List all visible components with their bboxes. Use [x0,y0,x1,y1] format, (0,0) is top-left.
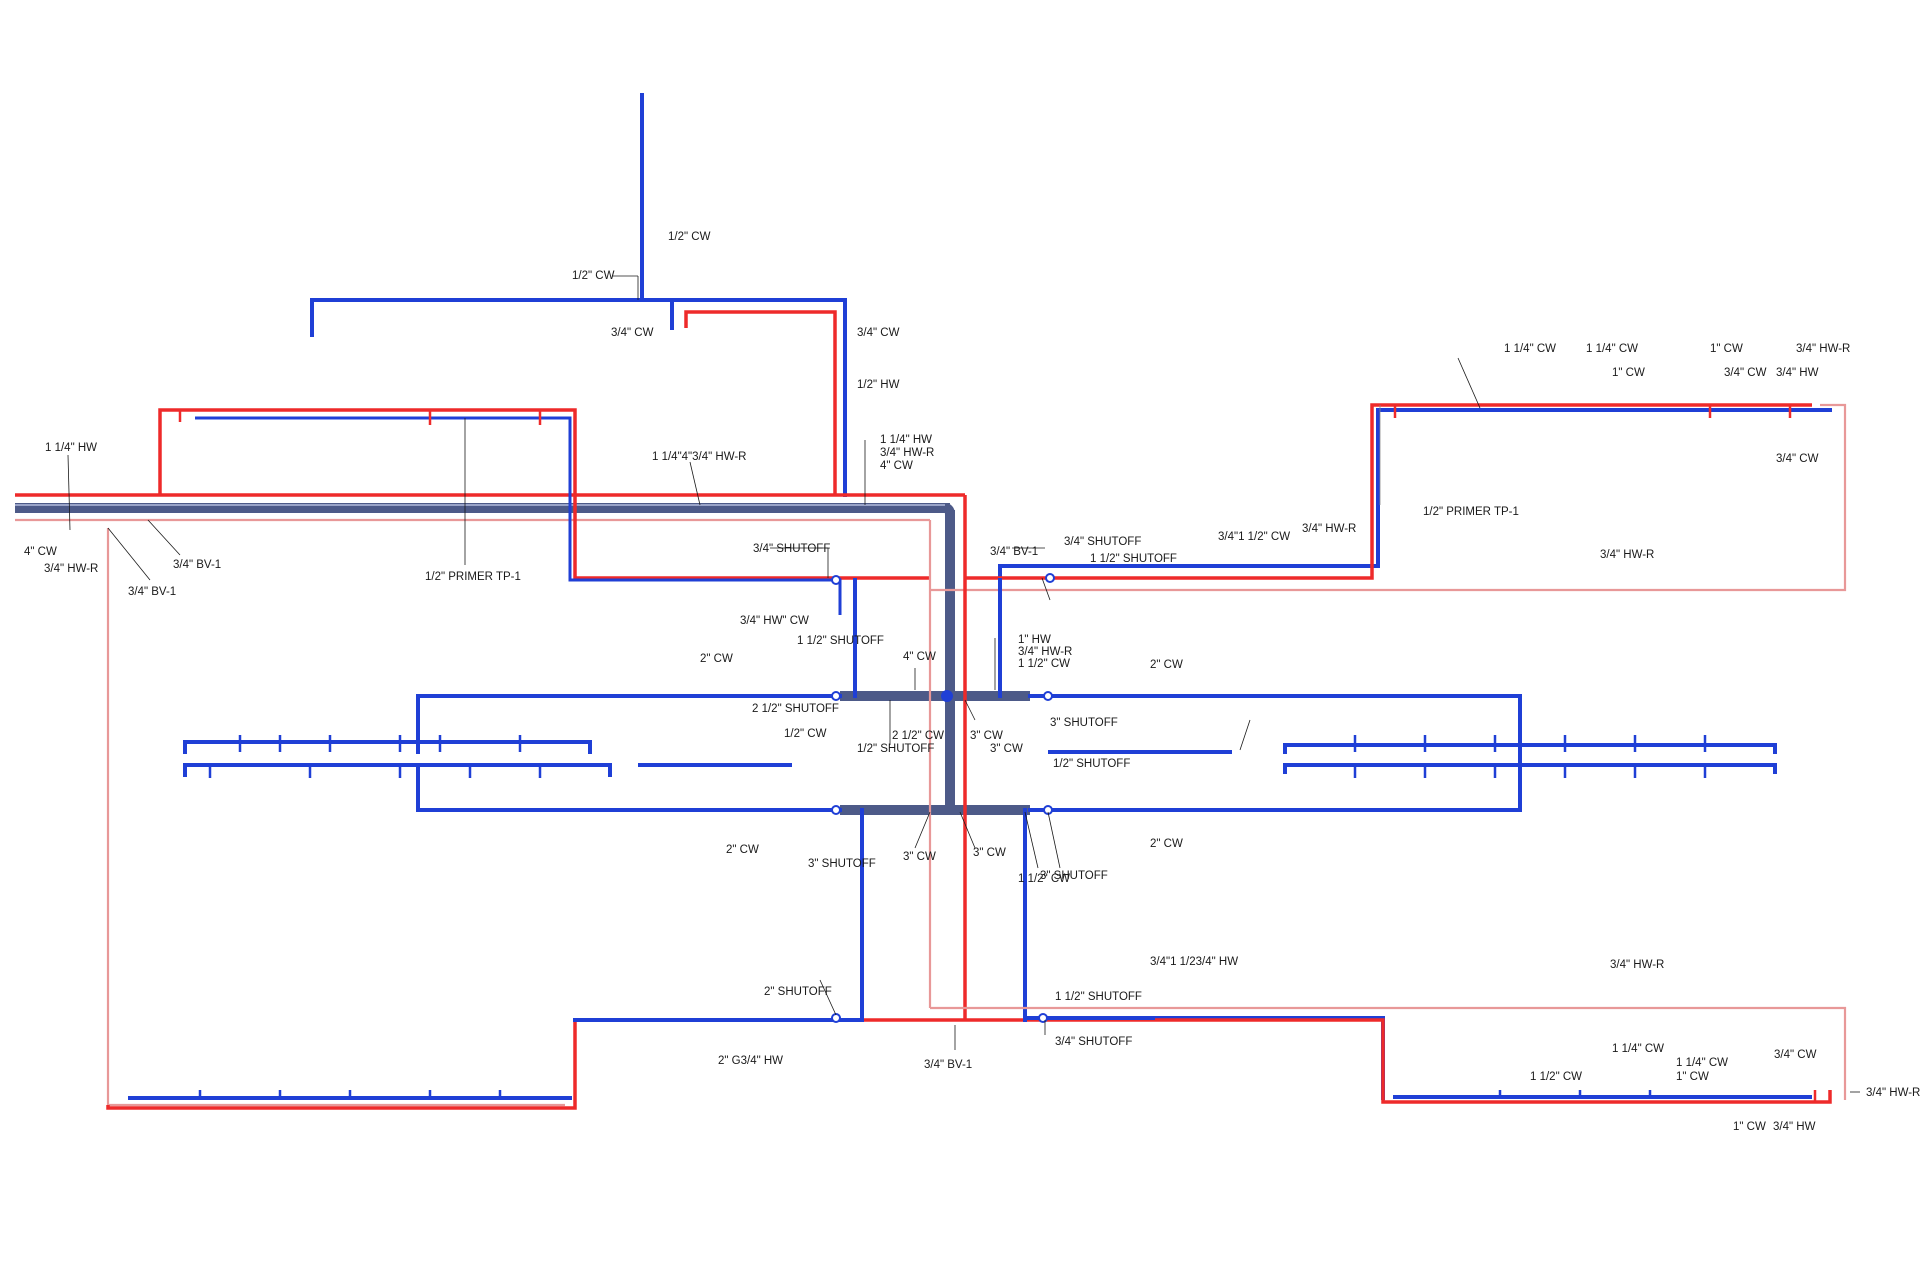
label: 1 1/4" CW [1586,343,1638,355]
label: 1" CW [1733,1121,1766,1133]
label: 4" CW [24,546,57,558]
label: 2" CW [1150,838,1183,850]
label: 3/4" CW [1724,367,1767,379]
fixture-ticks [178,405,1817,1102]
label: 4" CW [903,651,936,663]
label: 3/4" HW-R [880,447,934,459]
label: 1 1/4" CW [1676,1057,1728,1069]
label: 1 1/2" SHUTOFF [1055,991,1142,1003]
label: 1 1/4" HW [880,434,932,446]
label: 3/4" BV-1 [990,546,1038,558]
label: 3/4" CW [1776,453,1819,465]
label: 1 1/4"4"3/4" HW-R [652,451,747,463]
label: 3/4" CW [857,327,900,339]
valve-icon[interactable] [831,1013,841,1023]
valve-icon[interactable] [1043,805,1053,815]
label: 3/4"1 1/23/4" HW [1150,956,1238,968]
label: 3/4" HW-R [1018,646,1072,658]
label: 1" CW [1676,1071,1709,1083]
label: 1/2" PRIMER TP-1 [1423,506,1519,518]
label: 2 1/2" CW [892,730,944,742]
bottom-right-loop [930,1006,1847,1104]
right-mid-branch [1023,694,1777,1100]
label: 1/2" SHUTOFF [857,743,934,755]
label: 1/2" CW [572,270,615,282]
label: 3/4" CW [611,327,654,339]
label: 1" CW [1710,343,1743,355]
label: 3" CW [970,730,1003,742]
label: 2" CW [1150,659,1183,671]
label: 3/4" HW [1776,367,1819,379]
label: 1/2" PRIMER TP-1 [425,571,521,583]
label: 3/4" SHUTOFF [1064,536,1141,548]
pipe-labels: 1/2" CW 1/2" CW 3/4" CW 3/4" CW 1/2" HW … [24,231,1920,1133]
label: 1 1/2" CW [1018,873,1070,885]
label: 3/4" SHUTOFF [753,543,830,555]
label: 1/2" CW [784,728,827,740]
leader-lines [67,357,1860,1093]
left-mid-branch [183,694,864,1022]
label: 2 1/2" SHUTOFF [752,703,839,715]
valve-icon[interactable] [1045,573,1055,583]
label: 1 1/2" CW [1530,1071,1582,1083]
main-header-group [15,493,1030,815]
valve-icon[interactable] [831,805,841,815]
center-risers [853,495,1002,1020]
label: 2" CW [726,844,759,856]
label: 3/4" HW" CW [740,615,809,627]
label: 1 1/2" SHUTOFF [797,635,884,647]
label: 3/4" HW-R [1610,959,1664,971]
label: 1/2" SHUTOFF [1053,758,1130,770]
label: 1/2" CW [668,231,711,243]
label: 1 1/4" CW [1612,1043,1664,1055]
label: 3/4" SHUTOFF [1055,1036,1132,1048]
label: 1 1/4" CW [1504,343,1556,355]
label: 2" SHUTOFF [764,986,832,998]
label: 1" HW [1018,634,1051,646]
right-upper-loop [930,403,1847,592]
label: 3/4" BV-1 [924,1059,972,1071]
label: 1 1/2" SHUTOFF [1090,553,1177,565]
label: 3/4" CW [1774,1049,1817,1061]
label: 4" CW [880,460,913,472]
label: 1" CW [1612,367,1645,379]
label: 3/4" HW-R [1600,549,1654,561]
label: 3/4" BV-1 [128,586,176,598]
label: 3" CW [990,743,1023,755]
label: 3/4" HW-R [1796,343,1850,355]
label: 3" CW [903,851,936,863]
valve-icon[interactable] [831,575,841,585]
label: 3/4" HW-R [1866,1087,1920,1099]
label: 1 1/2" CW [1018,658,1070,670]
valve-icon[interactable] [1038,1013,1048,1023]
label: 3/4" HW-R [44,563,98,575]
valve-icon[interactable] [831,691,841,701]
label: 3/4"1 1/2" CW [1218,531,1290,543]
label: 1/2" HW [857,379,900,391]
valve-icon[interactable] [1043,691,1053,701]
shutoff-valves [831,573,1055,1023]
top-riser-group [310,93,847,497]
left-upper-loop [158,408,932,1008]
label: 2" CW [700,653,733,665]
label: 3" SHUTOFF [808,858,876,870]
label: 3" CW [973,847,1006,859]
label: 3/4" BV-1 [173,559,221,571]
label: 3" SHUTOFF [1050,717,1118,729]
label: 3/4" HW [1773,1121,1816,1133]
label: 3" SHUTOFF [1040,870,1108,882]
label: 1 1/4" HW [45,442,97,454]
label: 2" G3/4" HW [718,1055,783,1067]
label: 3/4" HW-R [1302,523,1356,535]
